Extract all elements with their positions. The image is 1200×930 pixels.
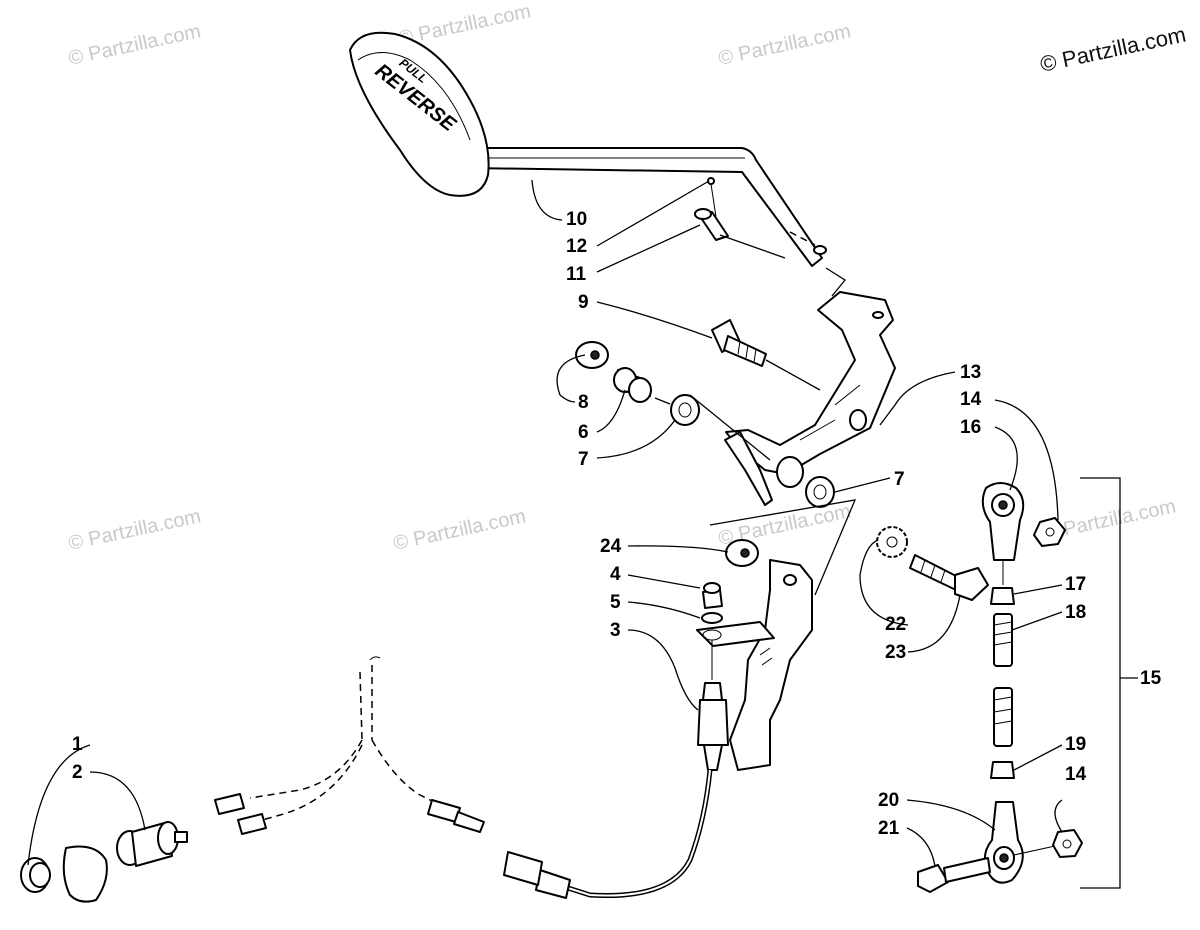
- callout-7b: 7: [894, 469, 905, 490]
- tie-rod-assembly: [917, 482, 1083, 893]
- callout-12: 12: [566, 236, 587, 257]
- callout-17: 17: [1065, 574, 1086, 595]
- callout-3: 3: [610, 620, 621, 641]
- callout-4: 4: [610, 564, 621, 585]
- callout-7a: 7: [578, 449, 589, 470]
- callout-24: 24: [600, 536, 622, 557]
- callout-6: 6: [578, 422, 589, 443]
- callout-5: 5: [610, 592, 621, 613]
- spacer: [613, 367, 652, 403]
- bushing: [670, 394, 835, 508]
- lock-washer: [701, 612, 723, 624]
- watermark: © Partzilla.com: [66, 20, 202, 70]
- callout-8: 8: [578, 392, 589, 413]
- cap-screw-23: [909, 554, 989, 601]
- callout-1: 1: [72, 734, 83, 755]
- callout-16: 16: [960, 417, 981, 438]
- watermark: © Partzilla.com: [66, 505, 202, 555]
- callout-2: 2: [72, 762, 83, 783]
- shift-bracket: [724, 291, 896, 506]
- reverse-switch-cable: [503, 640, 729, 899]
- callout-18: 18: [1065, 602, 1086, 623]
- clevis-pin: [694, 208, 729, 241]
- lower-bracket: [696, 559, 813, 771]
- callout-9: 9: [578, 292, 589, 313]
- wiring-harness: [214, 656, 485, 835]
- callout-13: 13: [960, 362, 981, 383]
- callout-15: 15: [1140, 668, 1162, 689]
- callout-19: 19: [1065, 734, 1086, 755]
- callout-14a: 14: [960, 389, 982, 410]
- callout-21: 21: [878, 818, 900, 839]
- callout-10: 10: [566, 209, 587, 230]
- callout-20: 20: [878, 790, 899, 811]
- copyright-notice: © Partzilla.com: [1038, 22, 1188, 77]
- cap-screw: [711, 319, 767, 367]
- callout-22: 22: [885, 614, 906, 635]
- watermark: © Partzilla.com: [391, 505, 527, 555]
- nut: [702, 582, 723, 609]
- watermark: © Partzilla.com: [716, 20, 852, 70]
- star-lock-washer: [876, 526, 908, 558]
- callout-23: 23: [885, 642, 906, 663]
- washer: [575, 341, 609, 369]
- callout-14b: 14: [1065, 764, 1087, 785]
- washer-24: [725, 539, 759, 567]
- reverse-switch: [20, 821, 188, 903]
- reverse-lever: PULL REVERSE: [349, 31, 827, 267]
- callout-11: 11: [566, 264, 587, 285]
